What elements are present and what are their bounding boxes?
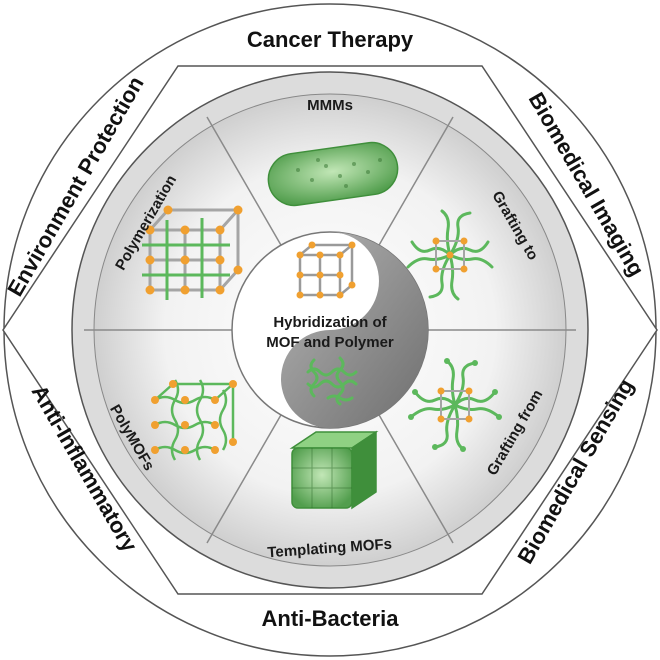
grafting-to-illustration [406,209,494,301]
polymofs-network-illustration [151,379,237,461]
center-mof-lattice-icon [296,241,356,299]
outer-label-cancer-therapy: Cancer Therapy [247,27,414,52]
templating-mofs-cube-illustration [289,430,379,510]
center-title-line-2: MOF and Polymer [266,334,394,351]
mmms-membrane-illustration [267,141,399,207]
outer-label-anti-bacteria: Anti-Bacteria [262,606,400,631]
center-polymer-icon [306,356,358,406]
inner-label-mmms: MMMs [307,97,353,114]
grafting-from-illustration [408,358,502,452]
center-title-line-1: Hybridization of [273,314,387,331]
polymerization-lattice-illustration [142,205,243,300]
